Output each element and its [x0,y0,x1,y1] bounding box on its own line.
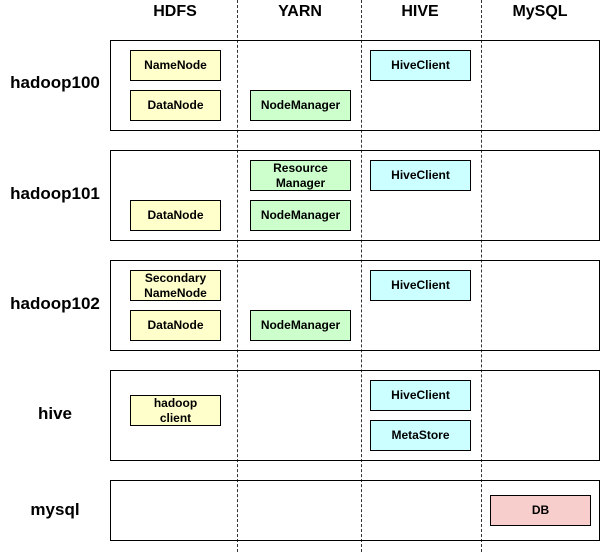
column-header-yarn: YARN [278,3,322,20]
host-label-hadoop101: hadoop101 [10,184,100,203]
host-row-hadoop102 [110,260,600,351]
column-divider-hdfs-yarn [237,0,238,552]
component-secondarynamenode: Secondary NameNode [130,270,221,301]
component-datanode: DataNode [130,200,221,231]
component-nodemanager: NodeManager [250,200,351,231]
component-resourcemanager: Resource Manager [250,160,351,191]
column-divider-yarn-hive [361,0,362,552]
column-header-mysql: MySQL [512,3,568,20]
component-hadoopclient: hadoop client [130,395,221,426]
host-label-mysql: mysql [30,500,80,519]
component-nodemanager: NodeManager [250,90,351,121]
host-row-hadoop100 [110,40,600,131]
component-nodemanager: NodeManager [250,310,351,341]
component-namenode: NameNode [130,50,221,81]
component-datanode: DataNode [130,310,221,341]
component-hiveclient: HiveClient [370,270,471,301]
component-datanode: DataNode [130,90,221,121]
host-label-hadoop102: hadoop102 [10,294,100,313]
host-label-hadoop100: hadoop100 [10,73,100,92]
column-header-hdfs: HDFS [153,3,197,20]
host-label-hive: hive [37,404,73,423]
host-row-hive [110,370,600,461]
component-db: DB [490,495,591,526]
column-divider-hive-mysql [481,0,482,552]
component-hiveclient: HiveClient [370,50,471,81]
host-row-hadoop101 [110,150,600,241]
component-hiveclient: HiveClient [370,160,471,191]
host-row-mysql [110,480,600,541]
column-header-hive: HIVE [401,3,439,20]
component-hiveclient: HiveClient [370,380,471,411]
component-metastore: MetaStore [370,420,471,451]
